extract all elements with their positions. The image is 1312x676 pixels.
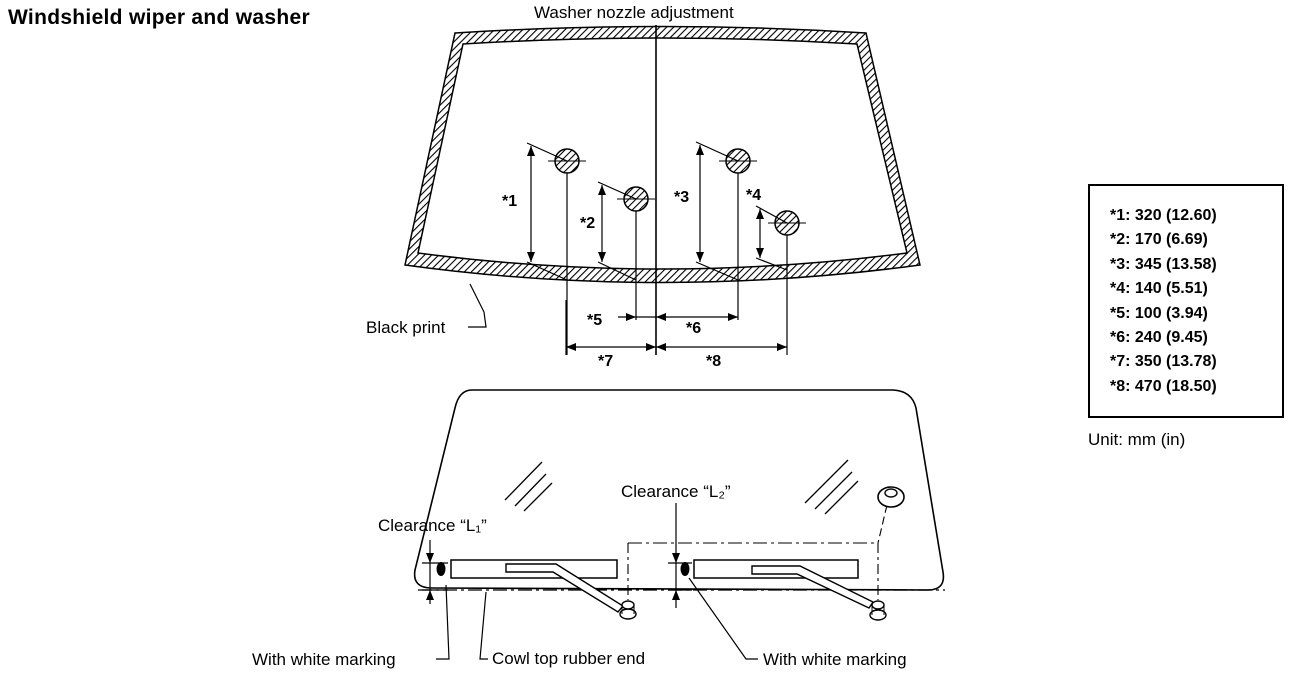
right-wiper-arm xyxy=(751,565,875,609)
spec-row: *2: 170 (6.69) xyxy=(1110,231,1208,249)
spec-row: *4: 140 (5.51) xyxy=(1110,280,1208,298)
dim-label-8: *8 xyxy=(706,353,721,370)
spec-row: *8: 470 (18.50) xyxy=(1110,377,1217,395)
dim-label-1: *1 xyxy=(502,193,517,210)
left-wiper-arm xyxy=(505,563,625,613)
dim-label-3: *3 xyxy=(674,189,689,206)
white-marking-left-label: With white marking xyxy=(252,650,396,669)
black-print-label: Black print xyxy=(366,318,446,337)
clearance-l2-label: Clearance “L₂” xyxy=(621,482,731,501)
white-marking-right-label: With white marking xyxy=(763,650,907,669)
spec-table: *1: 320 (12.60) *2: 170 (6.69) *3: 345 (… xyxy=(1088,184,1284,418)
windshield-frame xyxy=(404,25,921,284)
spec-row: *5: 100 (3.94) xyxy=(1110,304,1208,322)
dim-label-6: *6 xyxy=(686,320,701,337)
spec-row: *7: 350 (13.78) xyxy=(1110,353,1217,371)
windshield-top-view: *1 *2 *3 *4 *5 *6 *7 *8 Washer nozzle ad… xyxy=(366,3,921,370)
windshield-wiper-view: Clearance “L₁” Clearance “L₂” With white… xyxy=(252,389,945,669)
dim-label-7: *7 xyxy=(598,353,613,370)
spec-row: *6: 240 (9.45) xyxy=(1110,329,1208,347)
cowl-top-label: Cowl top rubber end xyxy=(492,649,645,668)
nut-icon xyxy=(877,486,905,508)
right-wiper-pivot xyxy=(869,600,887,621)
spec-row: *1: 320 (12.60) xyxy=(1110,207,1217,224)
left-wiper-pivot xyxy=(619,600,637,620)
dim-label-2: *2 xyxy=(580,215,595,232)
nozzle-adjustment-label: Washer nozzle adjustment xyxy=(534,3,734,22)
dim-label-5: *5 xyxy=(587,312,602,329)
unit-note: Unit: mm (in) xyxy=(1088,430,1186,449)
spec-row: *3: 345 (13.58) xyxy=(1110,255,1217,273)
dim-label-4: *4 xyxy=(746,187,761,204)
clearance-l1-label: Clearance “L₁” xyxy=(378,516,487,535)
white-marking-dot-left xyxy=(436,562,446,576)
page-title: Windshield wiper and washer xyxy=(8,6,310,29)
white-marking-dot-right xyxy=(680,562,690,576)
